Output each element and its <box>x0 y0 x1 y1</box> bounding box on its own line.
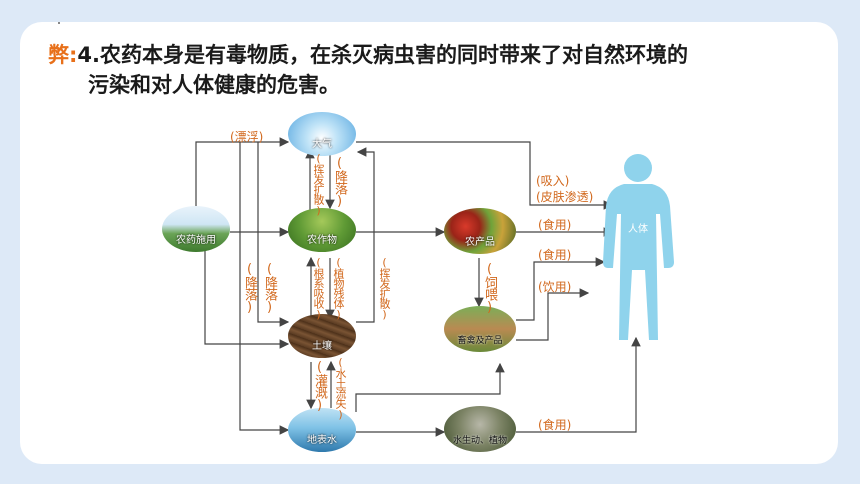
label-inhale: (吸入) <box>536 174 570 188</box>
aquatic-label: 水生动、植物 <box>452 436 507 446</box>
edge-livestock-human <box>516 257 606 321</box>
content-card <box>20 22 838 464</box>
label-soil-erosion: (水土流失) <box>334 356 347 420</box>
edge-trunk-water <box>239 142 290 435</box>
label-float: (漂浮) <box>230 130 264 144</box>
label-skin: (皮肤渗透) <box>536 190 594 204</box>
pesticide-label: 农药施用 <box>176 235 216 246</box>
heading-line1: 4.农药本身是有毒物质，在杀灭病虫害的同时带来了对自然环境的 <box>77 43 688 67</box>
label-fall-top: (降落) <box>332 156 347 208</box>
edge-drink-human <box>516 288 590 341</box>
node-livestock: 畜禽及产品 <box>444 306 516 352</box>
human-figure <box>603 154 674 340</box>
node-soil: 土壤 <box>288 314 356 358</box>
node-agri-product: 农产品 <box>444 208 516 254</box>
heading-tag: 弊: <box>48 43 78 67</box>
soil-label: 土壤 <box>312 341 332 352</box>
label-fall-mid: (降落) <box>262 262 277 314</box>
edge-atmosphere-human <box>356 141 614 210</box>
edge-pesticide-soil <box>204 245 290 349</box>
label-drink: (饮用) <box>538 280 572 294</box>
node-crop: 农作物 <box>288 208 356 252</box>
surface-water-label: 地表水 <box>307 435 337 446</box>
label-eat3: (食用) <box>538 418 572 432</box>
label-eat1: (食用) <box>538 218 572 232</box>
label-plant-residue: (植物残体) <box>332 256 345 320</box>
label-irrigation: (灌溉) <box>312 360 327 412</box>
heading-line2: 污染和对人体健康的危害。 <box>88 73 340 97</box>
label-fall-left: (降落) <box>242 262 257 314</box>
edge-aquatic-human <box>516 336 641 433</box>
node-surface-water: 地表水 <box>288 408 356 452</box>
label-feed: (饲喂) <box>482 262 497 314</box>
label-volatilize-right: (挥发扩散) <box>378 256 391 320</box>
node-atmosphere: 大气 <box>288 112 356 156</box>
livestock-label: 畜禽及产品 <box>457 336 503 346</box>
atmosphere-label: 大气 <box>312 139 332 150</box>
agri-product-label: 农产品 <box>465 237 495 248</box>
human-label: 人体 <box>628 224 648 235</box>
edge-fall-soil <box>257 142 290 327</box>
node-aquatic: 水生动、植物 <box>444 406 516 452</box>
label-eat2: (食用) <box>538 248 572 262</box>
edge-water-livestock <box>355 362 505 412</box>
node-pesticide: 农药施用 <box>162 206 230 252</box>
slide-heading: 弊:4.农药本身是有毒物质，在杀灭病虫害的同时带来了对自然环境的 污染和对人体健… <box>48 40 838 100</box>
crop-label: 农作物 <box>307 235 337 246</box>
edge-soil-atmosphere <box>356 147 375 323</box>
label-root-absorb: (根系吸收) <box>312 256 325 320</box>
slide-dot <box>58 22 60 24</box>
label-volatilize-left: (挥发扩散) <box>312 152 325 216</box>
edge-pesticide-atmosphere <box>195 137 290 225</box>
